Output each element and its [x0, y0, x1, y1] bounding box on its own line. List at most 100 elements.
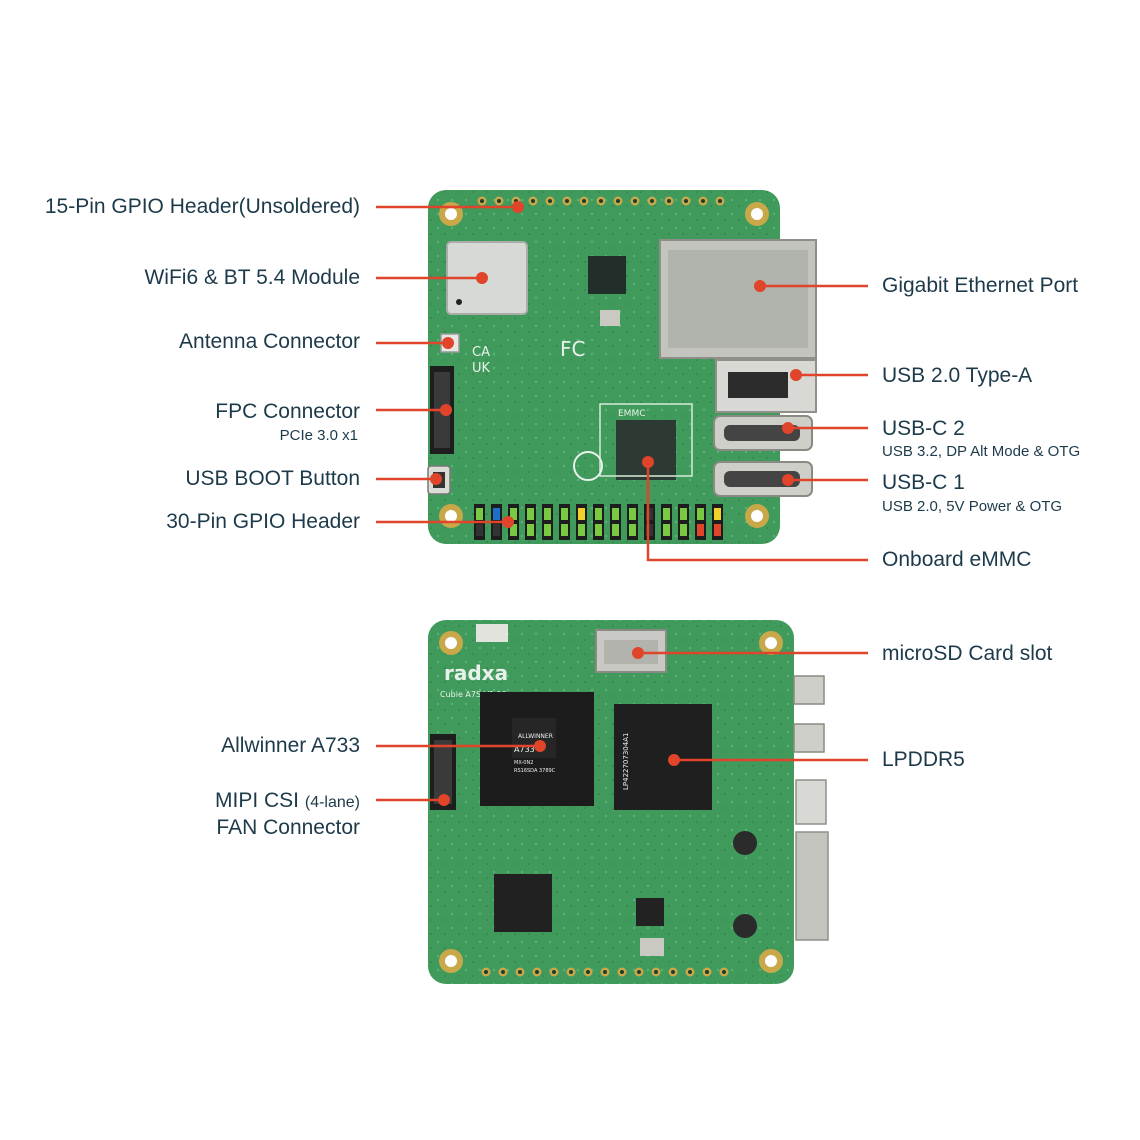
label-onboard-emmc: Onboard eMMC: [882, 548, 1032, 571]
bottom-edge-pad-hole: [535, 970, 539, 974]
bottom-edge-pad-hole: [654, 970, 658, 974]
gpio30-pin-bottom: [595, 524, 602, 536]
gpio30-pin-top: [561, 508, 568, 520]
gpio30-pin-housing: [627, 504, 638, 540]
gpio30-pin-housing: [593, 504, 604, 540]
label-usb-c1: USB-C 1: [882, 471, 965, 494]
label-ethernet-port: Gigabit Ethernet Port: [882, 274, 1079, 297]
lpddr5-chip: LP422707304A1: [614, 704, 712, 810]
gpio30-pin-top: [714, 508, 721, 520]
bottom-edge-pad-hole: [722, 970, 726, 974]
label-lpddr5: LPDDR5: [882, 748, 965, 771]
gpio30-pin-bottom: [493, 524, 500, 536]
gpio15-pin-hole: [616, 199, 620, 203]
bottom-edge-pad-hole: [484, 970, 488, 974]
bottom-edge-pad-hole: [688, 970, 692, 974]
gpio30-pin-bottom: [646, 524, 653, 536]
gpio15-pin-hole: [718, 199, 722, 203]
gpio30-pin-bottom: [629, 524, 636, 536]
usb-c2-port: [713, 415, 813, 451]
gpio30-pin-housing: [695, 504, 706, 540]
gpio30-pin-top: [493, 508, 500, 520]
gpio30-pin-top: [680, 508, 687, 520]
gpio30-pin-bottom: [561, 524, 568, 536]
gpio15-pin-hole: [650, 199, 654, 203]
gpio30-pin-bottom: [697, 524, 704, 536]
gpio15-pin-hole: [633, 199, 637, 203]
gpio30-pin-top: [510, 508, 517, 520]
silk-fc-mark: FC: [560, 337, 585, 361]
bottom-edge-pad-hole: [552, 970, 556, 974]
gpio30-pin-bottom: [510, 524, 517, 536]
gpio15-pin-hole: [599, 199, 603, 203]
gpio30-pin-top: [629, 508, 636, 520]
gpio30-pin-housing: [661, 504, 672, 540]
label-fan-connector: FAN Connector: [216, 816, 360, 839]
silk-soc-line2: RS16SDA 3789C: [514, 768, 556, 774]
silk-soc-line1: MX-0N2: [514, 760, 533, 766]
bottom-edge-pad-hole: [637, 970, 641, 974]
gpio15-pin-hole: [684, 199, 688, 203]
gpio30-pin-top: [646, 508, 653, 520]
bottom-edge-pad-hole: [705, 970, 709, 974]
leader-dots: [430, 201, 802, 806]
label-fpc-connector: FPC Connector: [215, 400, 360, 423]
bottom-edge-pad-hole: [671, 970, 675, 974]
bottom-edge-pad-hole: [586, 970, 590, 974]
gpio15-pin-hole: [565, 199, 569, 203]
gpio30-pin-bottom: [680, 524, 687, 536]
leader-lines: [376, 205, 868, 802]
bottom-mounting-holes: [439, 631, 783, 973]
silk-brand: radxa: [444, 661, 508, 685]
gpio15-pin-hole: [667, 199, 671, 203]
usb-c1-port: [713, 461, 813, 497]
label-usb-c2-sub: USB 3.2, DP Alt Mode & OTG: [882, 443, 1081, 460]
label-fpc-sub: PCIe 3.0 x1: [279, 427, 358, 444]
label-usb-c1-sub: USB 2.0, 5V Power & OTG: [882, 498, 1063, 515]
gpio30-pin-housing: [644, 504, 655, 540]
label-gpio30-header: 30-Pin GPIO Header: [166, 510, 360, 533]
gpio30-pin-top: [697, 508, 704, 520]
gpio30-pin-top: [578, 508, 585, 520]
ethernet-port: [659, 239, 817, 359]
gpio30-pin-top: [527, 508, 534, 520]
silk-ram-mark: LP422707304A1: [622, 733, 630, 790]
label-antenna-connector: Antenna Connector: [179, 330, 360, 353]
gpio15-pin-hole: [548, 199, 552, 203]
microsd-slot: [595, 629, 667, 673]
gpio30-pin-housing: [678, 504, 689, 540]
gpio30-pin-bottom: [527, 524, 534, 536]
bottom-edge-pad-hole: [569, 970, 573, 974]
silk-soc-model: A733: [514, 745, 535, 754]
silk-model: Cubie A7S V1.10: [440, 690, 507, 699]
gpio30-pin-top: [476, 508, 483, 520]
gpio30-pin-bottom: [544, 524, 551, 536]
gpio15-pin-hole: [531, 199, 535, 203]
label-usb2-type-a: USB 2.0 Type-A: [882, 364, 1033, 387]
silk-soc-vendor: ALLWINNER: [518, 733, 553, 740]
emmc-chip: [616, 420, 676, 480]
gpio30-pin-housing: [576, 504, 587, 540]
gpio30-pin-housing: [712, 504, 723, 540]
bottom-edge-pad-hole: [518, 970, 522, 974]
gpio30-pin-top: [663, 508, 670, 520]
gpio30-pin-bottom: [476, 524, 483, 536]
silk-emmc: EMMC: [618, 409, 646, 419]
bottom-edge-pad-hole: [501, 970, 505, 974]
gpio15-pin-hole: [497, 199, 501, 203]
label-wifi-module: WiFi6 & BT 5.4 Module: [144, 266, 360, 289]
gpio30-pin-bottom: [612, 524, 619, 536]
bottom-edge-pads: [481, 967, 729, 977]
silk-uk-mark: UK: [472, 361, 491, 376]
gpio30-pin-housing: [542, 504, 553, 540]
bottom-edge-pad-hole: [603, 970, 607, 974]
bottom-board: radxa Cubie A7S V1.10 ALLWINNER A733 MX-…: [428, 620, 829, 984]
gpio30-pin-housing: [610, 504, 621, 540]
gpio30-pin-top: [612, 508, 619, 520]
label-allwinner-soc: Allwinner A733: [221, 734, 360, 757]
label-mipi-csi: MIPI CSI (4-lane): [215, 788, 360, 816]
gpio30-pin-top: [595, 508, 602, 520]
gpio30-pin-bottom: [578, 524, 585, 536]
gpio30-pin-bottom: [714, 524, 721, 536]
